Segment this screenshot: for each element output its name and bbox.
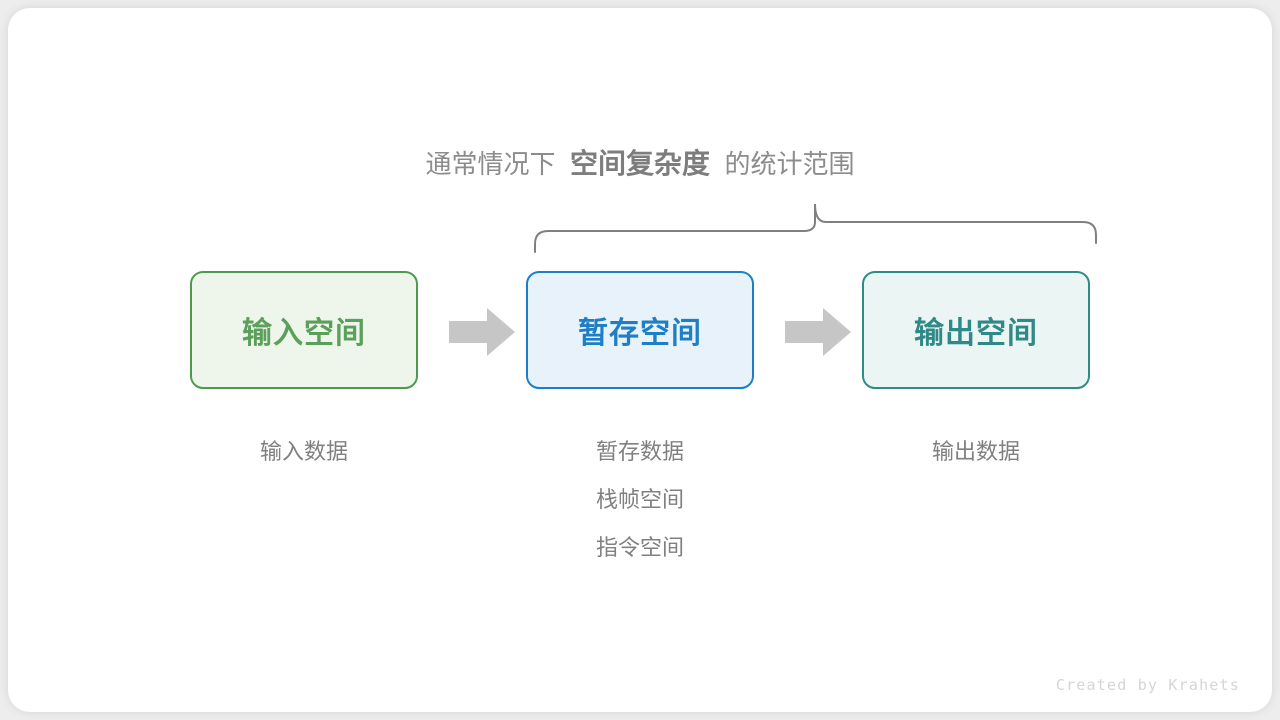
caption-prefix: 通常情况下	[425, 149, 556, 179]
sublabel-temp-2: 指令空间	[595, 535, 684, 560]
sublabels-output: 输出数据	[862, 428, 1090, 476]
caption-suffix: 的统计范围	[724, 149, 855, 179]
caption-emphasis: 空间复杂度	[569, 148, 710, 179]
box-temp-space[interactable]: 暂存空间	[526, 271, 754, 389]
box-input-space-label: 输入空间	[242, 317, 366, 350]
diagram-caption: 通常情况下 空间复杂度 的统计范围	[8, 150, 1272, 178]
box-input-space[interactable]: 输入空间	[190, 271, 418, 389]
arrow-temp-to-output-icon	[785, 306, 853, 363]
diagram-card: 通常情况下 空间复杂度 的统计范围 输入空间 暂存空间 输出空间	[8, 8, 1272, 712]
space-boxes-row: 输入空间 暂存空间 输出空间	[8, 271, 1272, 391]
sublabel-temp-0: 暂存数据	[595, 439, 684, 464]
sublabels-temp: 暂存数据 栈帧空间 指令空间	[526, 428, 754, 572]
sublabel-output-0: 输出数据	[931, 439, 1020, 464]
sublabel-input-0: 输入数据	[259, 439, 348, 464]
sublabel-temp-1: 栈帧空间	[595, 487, 684, 512]
scope-brace	[526, 198, 1106, 265]
box-temp-space-label: 暂存空间	[578, 317, 702, 350]
sublabels-row: 输入数据 暂存数据 栈帧空间 指令空间 输出数据	[8, 428, 1272, 568]
footer-credit: Created by Krahets	[1055, 676, 1240, 694]
sublabels-input: 输入数据	[190, 428, 418, 476]
box-output-space[interactable]: 输出空间	[862, 271, 1090, 389]
arrow-input-to-temp-icon	[449, 306, 517, 363]
box-output-space-label: 输出空间	[914, 317, 1038, 350]
